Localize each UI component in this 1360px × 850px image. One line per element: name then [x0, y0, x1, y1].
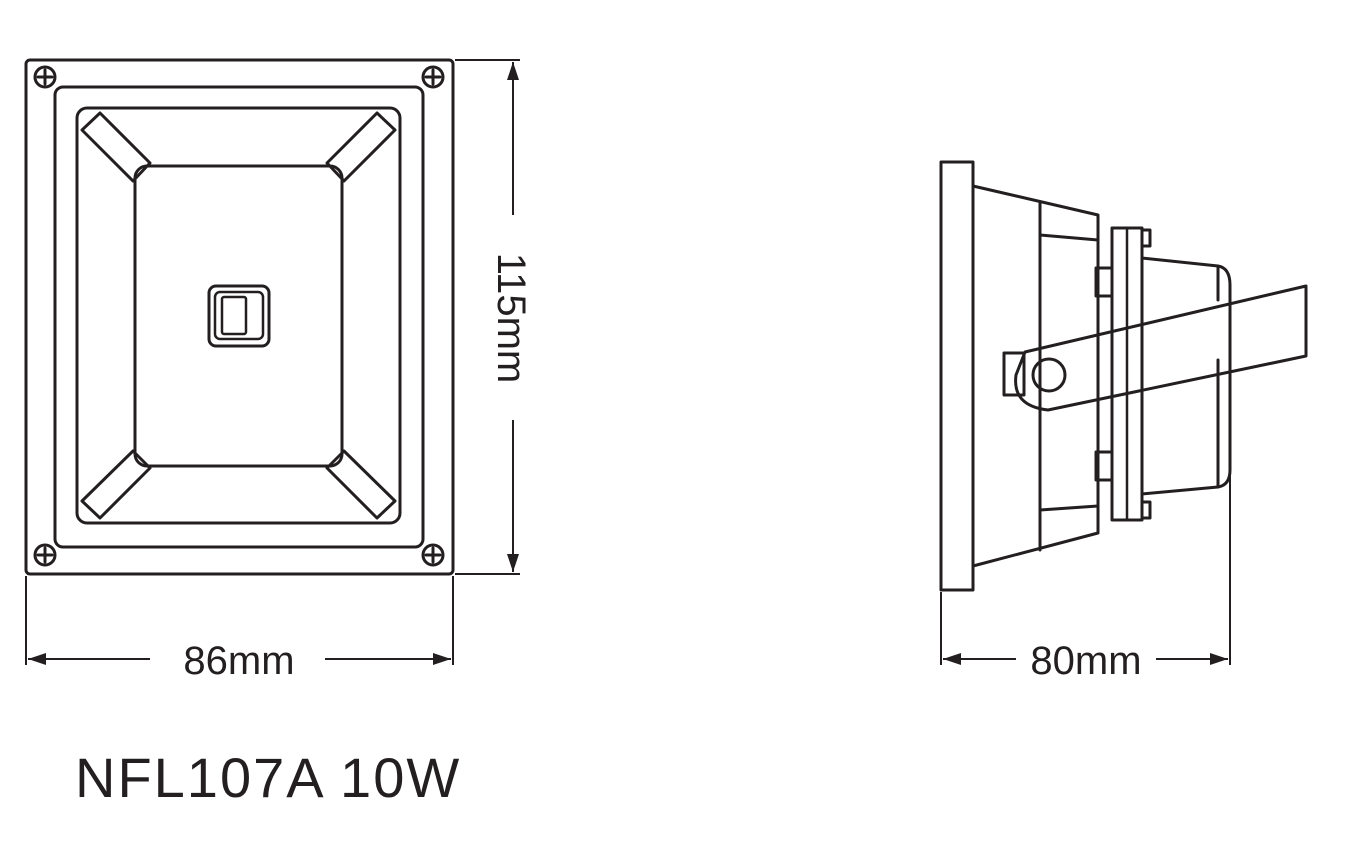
- outer-frame: [24, 58, 455, 576]
- inner-frame: [53, 85, 425, 549]
- screw-icon: [33, 543, 57, 567]
- screw-icon: [421, 543, 445, 567]
- width-dimension: 86mm: [25, 576, 454, 683]
- side-bracket-arm: [1014, 284, 1308, 412]
- bevel-bottom-right: [325, 449, 397, 520]
- front-view: [24, 58, 455, 576]
- width-label: 86mm: [183, 639, 294, 683]
- switch-icon: [207, 284, 271, 348]
- model-title: NFL107A 10W: [75, 746, 462, 809]
- depth-dimension: 80mm: [940, 360, 1231, 683]
- screw-icon: [421, 65, 445, 89]
- bevel-bottom-left: [80, 449, 152, 520]
- depth-label: 80mm: [1030, 639, 1141, 683]
- reflector-outer: [75, 106, 402, 525]
- side-view: [939, 160, 1308, 592]
- side-front-frame: [939, 160, 975, 592]
- bevel-top-right: [325, 111, 397, 183]
- side-housing: [971, 184, 1100, 568]
- pivot-icon: [1031, 357, 1067, 393]
- lens-panel: [133, 164, 344, 468]
- height-label: 115mm: [489, 253, 533, 383]
- height-dimension: 115mm: [455, 59, 533, 575]
- screw-icon: [33, 65, 57, 89]
- bevel-top-left: [80, 111, 152, 183]
